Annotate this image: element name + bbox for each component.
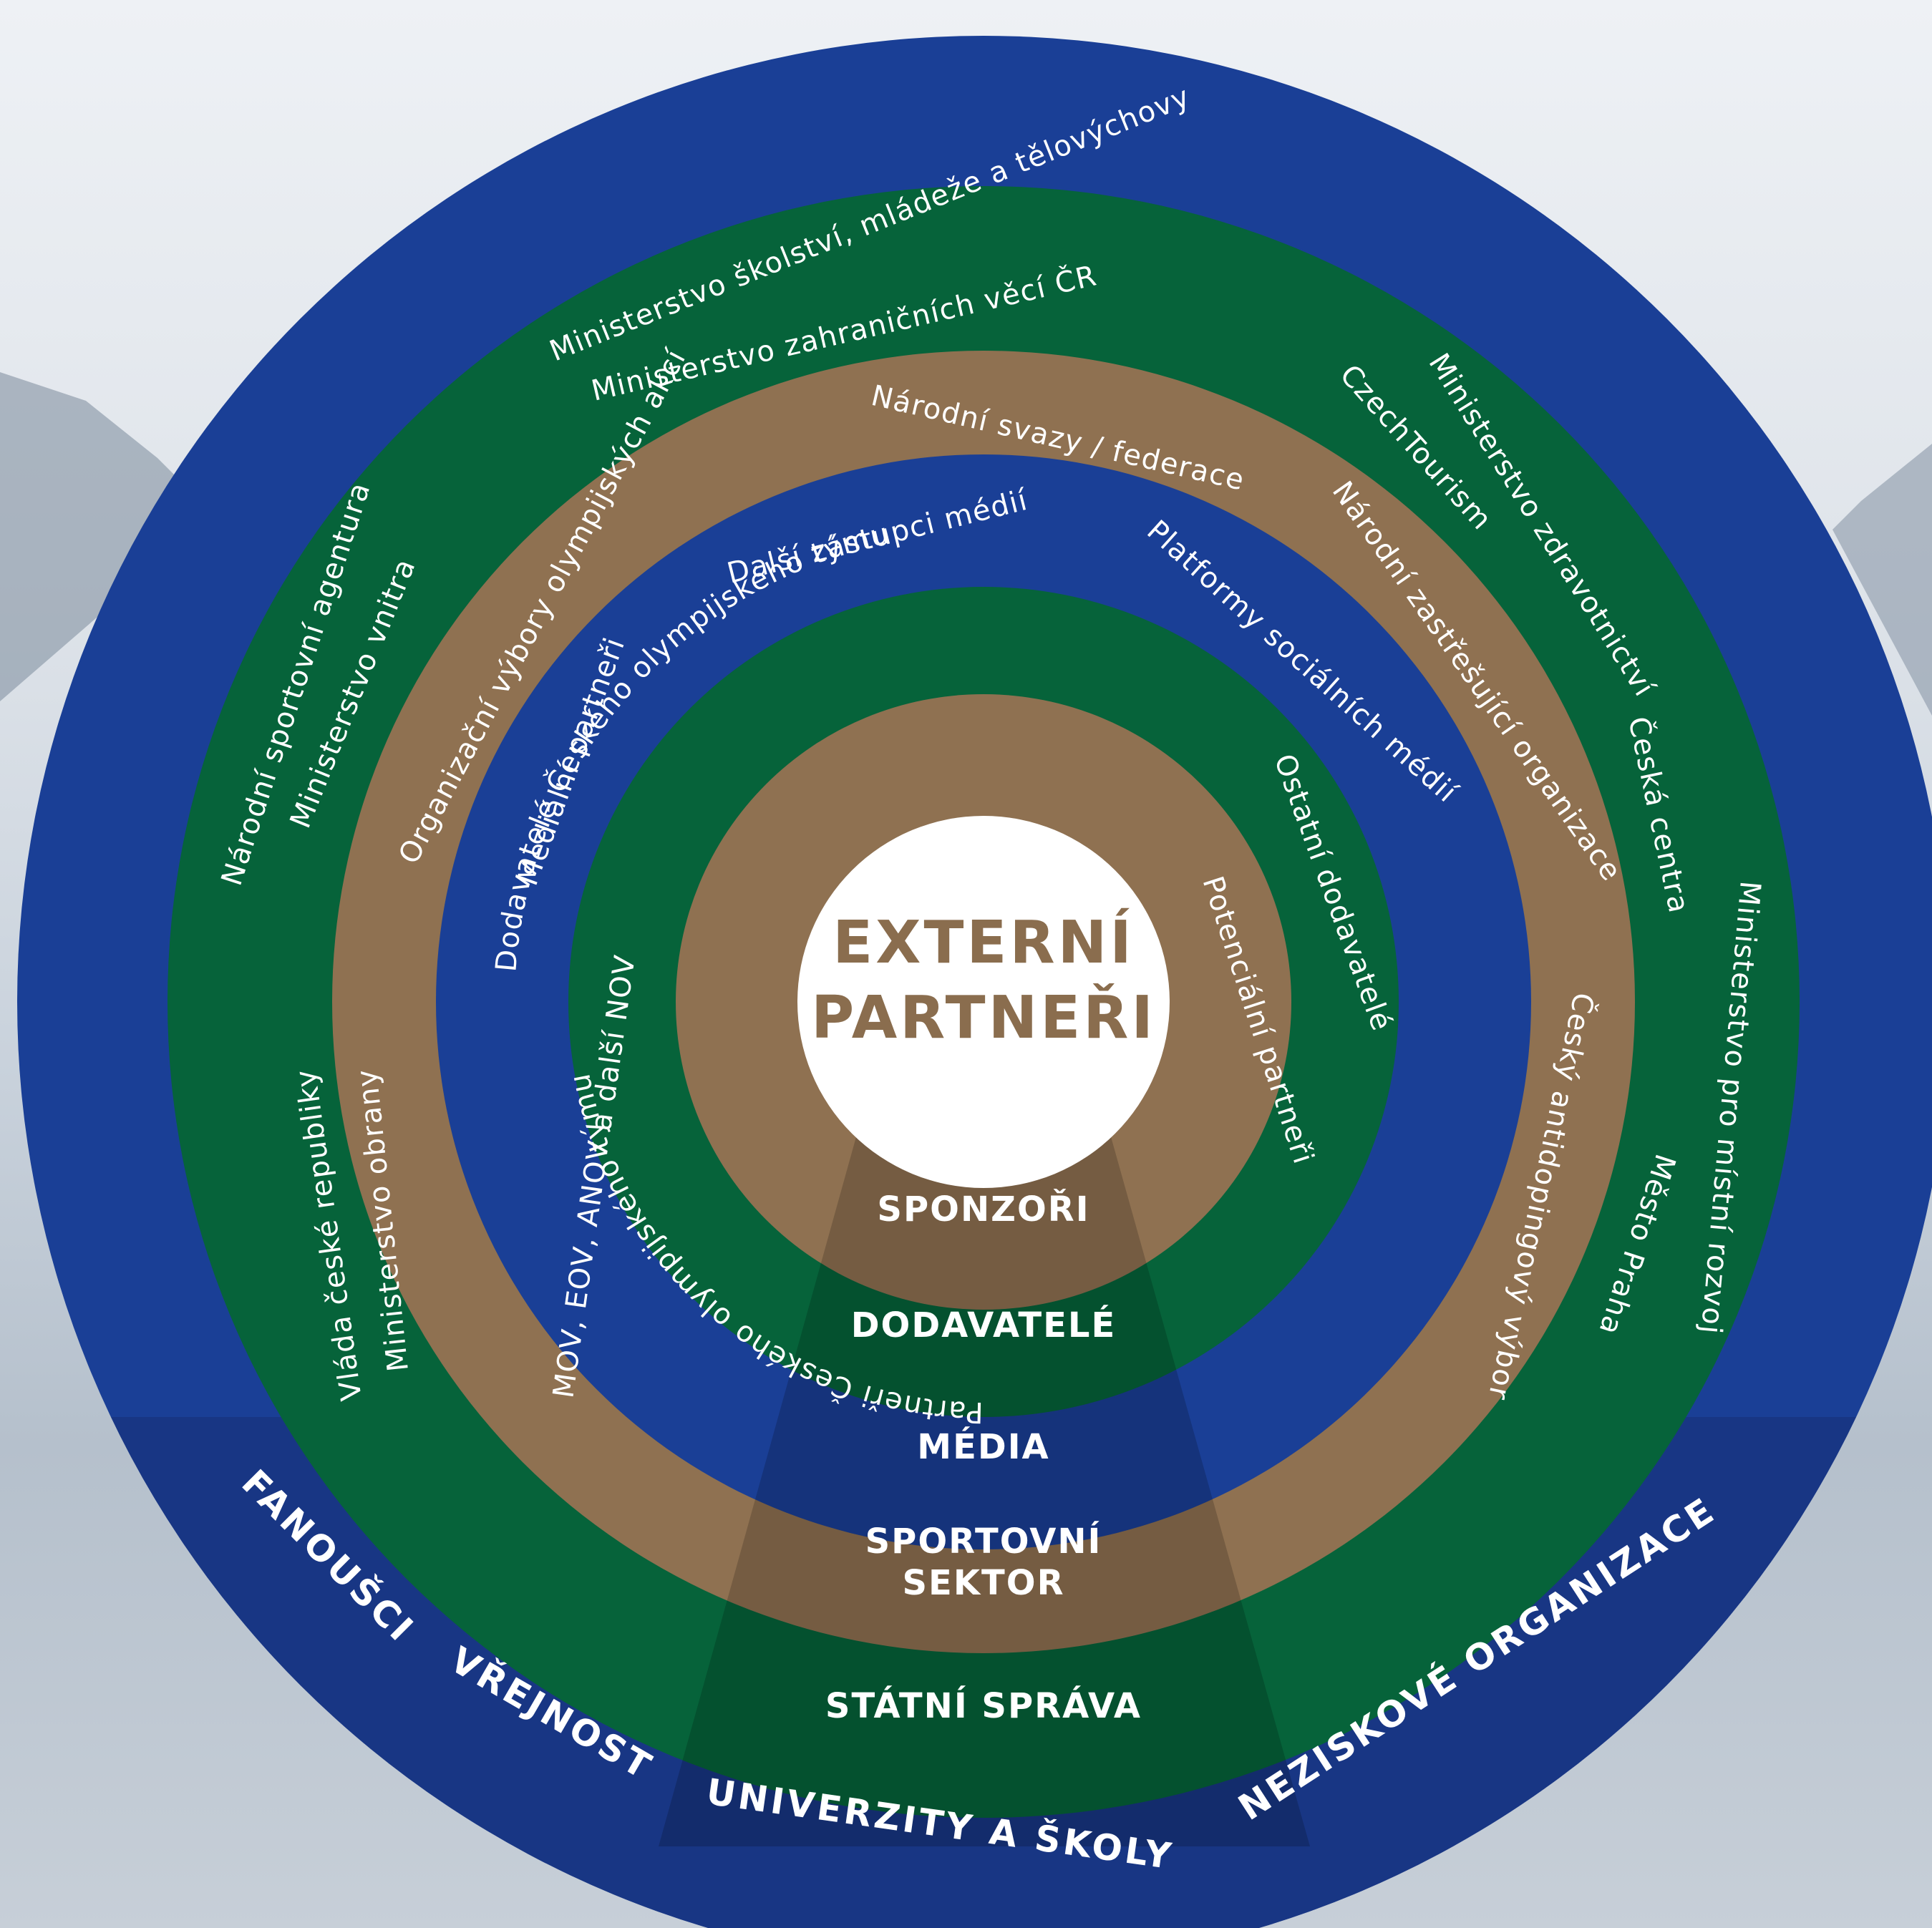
sector-sportovni-line1: SPORTOVNÍ [865, 1521, 1102, 1562]
mountain-left [0, 372, 215, 701]
center-wedge [659, 1116, 1310, 1846]
sector-sportovni-line2: SEKTOR [902, 1563, 1064, 1603]
center-circle [797, 816, 1170, 1188]
sector-dodavatele: DODAVATELÉ [851, 1305, 1117, 1345]
center-title-line2: PARTNEŘI [811, 983, 1156, 1052]
sector-media: MÉDIA [917, 1426, 1049, 1467]
sector-sponzori: SPONZOŘI [877, 1189, 1089, 1230]
sector-statni: STÁTNÍ SPRÁVA [825, 1685, 1142, 1726]
mountain-right [1833, 444, 1932, 716]
center-title-line1: EXTERNÍ [832, 908, 1134, 977]
